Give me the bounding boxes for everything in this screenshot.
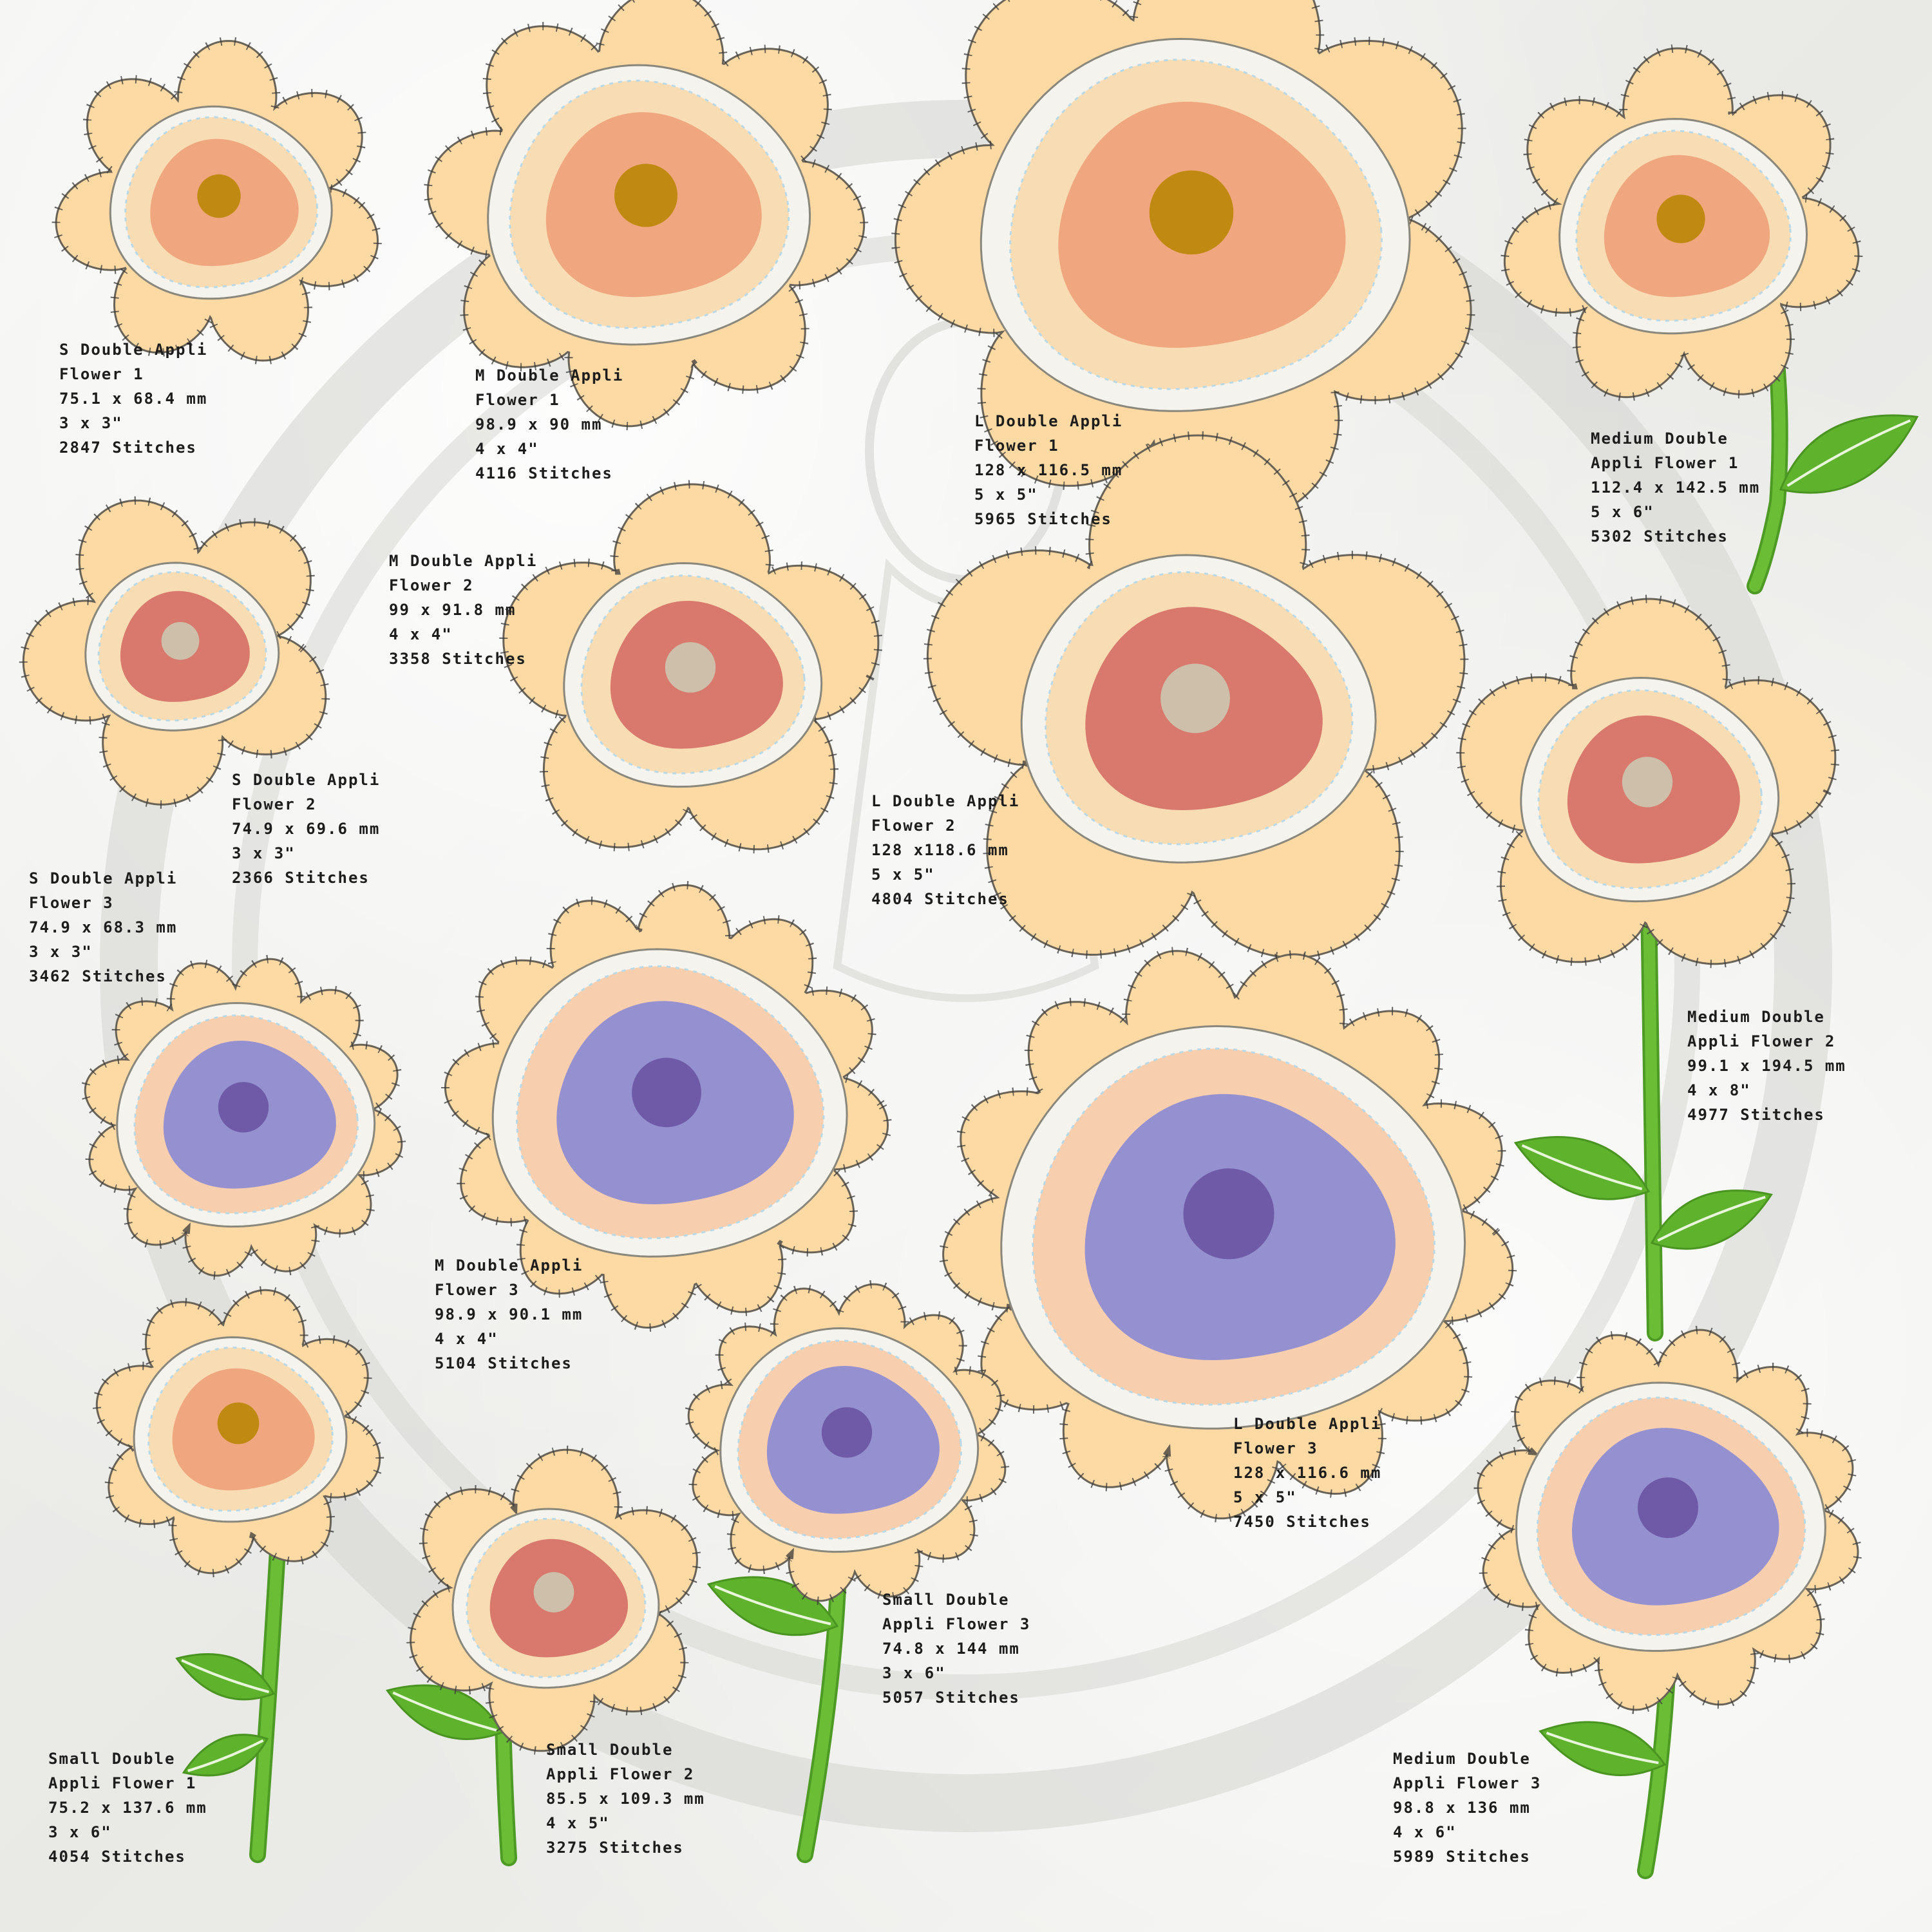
flower <box>80 954 406 1280</box>
flower <box>423 0 869 431</box>
flower <box>1456 594 1840 969</box>
flower <box>1500 44 1863 402</box>
leaf <box>1779 414 1919 494</box>
flower <box>406 1445 701 1756</box>
flower <box>92 1285 384 1578</box>
leaf <box>1513 1136 1651 1200</box>
flower <box>499 480 883 854</box>
flower <box>923 431 1469 962</box>
flower <box>891 0 1475 522</box>
stem <box>1513 893 1773 1341</box>
flower <box>19 496 330 809</box>
leaf <box>182 1734 269 1777</box>
flower <box>1473 1325 1862 1714</box>
leaf <box>1539 1721 1667 1776</box>
leaf <box>1650 1189 1773 1250</box>
stem <box>175 1531 287 1863</box>
leaf <box>385 1684 504 1740</box>
flower <box>939 947 1517 1523</box>
flower <box>684 1280 1010 1605</box>
flower <box>52 37 382 365</box>
leaf <box>175 1653 276 1701</box>
flower <box>441 881 892 1332</box>
